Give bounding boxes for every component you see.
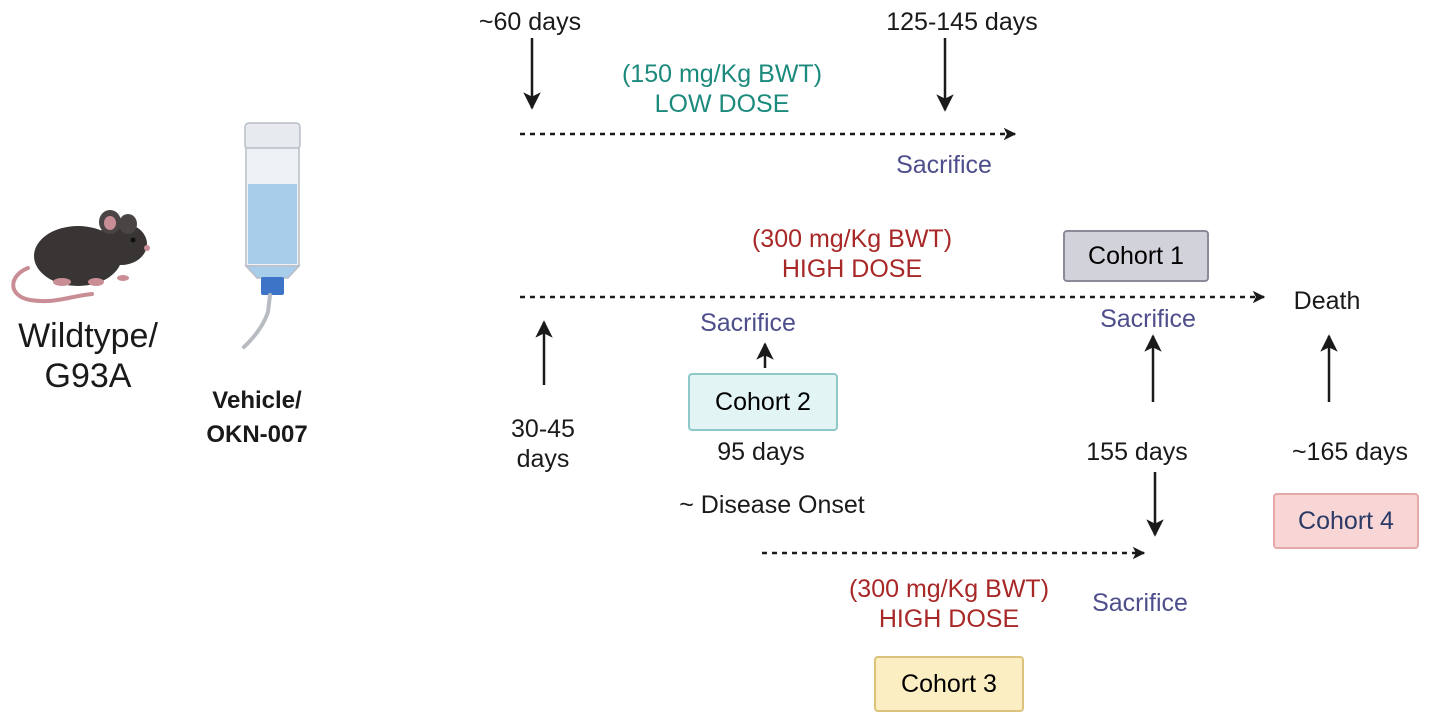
- cohort1-days-label: 155 days: [1086, 438, 1188, 466]
- high-start-line2: days: [516, 445, 570, 473]
- bottle-label: Vehicle/ OKN-007: [206, 384, 307, 451]
- low-sacrifice-label: Sacrifice: [896, 151, 992, 179]
- mouse-label: Wildtype/ G93A: [18, 316, 158, 396]
- bottle-label-line1: Vehicle/: [212, 387, 302, 414]
- high-start-line1: 30-45: [511, 415, 575, 443]
- water-bottle-icon: [242, 122, 301, 349]
- cohort3-dose-line1: (300 mg/Kg BWT): [848, 575, 1050, 603]
- cohort1-sacrifice-label: Sacrifice: [1100, 305, 1196, 333]
- bottle-label-line2: OKN-007: [206, 420, 308, 448]
- high-dose-line1: (300 mg/Kg BWT): [751, 225, 953, 253]
- mouse-icon: [11, 210, 150, 304]
- cohort3-dose-label: (300 mg/Kg BWT) HIGH DOSE: [849, 575, 1049, 634]
- cohort3-sacrifice-label: Sacrifice: [1092, 589, 1188, 617]
- cohort2-box: Cohort 2: [688, 373, 838, 431]
- death-label: Death: [1293, 287, 1361, 315]
- cohort4-box: Cohort 4: [1273, 493, 1419, 549]
- cohort1-box: Cohort 1: [1063, 230, 1209, 282]
- cohort4-days-label: ~165 days: [1291, 438, 1409, 466]
- disease-onset-label: ~ Disease Onset: [679, 491, 865, 519]
- high-start-label: 30-45 days: [511, 414, 575, 474]
- cohort3-box: Cohort 3: [874, 656, 1024, 712]
- mouse-label-line1: Wildtype/: [18, 317, 158, 355]
- mouse-label-line2: G93A: [44, 357, 132, 396]
- low-end-label: 125-145 days: [886, 8, 1038, 36]
- low-start-label: ~60 days: [478, 8, 582, 36]
- high-dose-line2: HIGH DOSE: [781, 254, 923, 283]
- cohort2-sacrifice-label: Sacrifice: [700, 309, 796, 337]
- high-dose-label: (300 mg/Kg BWT) HIGH DOSE: [752, 225, 952, 284]
- low-dose-label: (150 mg/Kg BWT) LOW DOSE: [622, 60, 822, 119]
- cohort3-dose-line2: HIGH DOSE: [878, 604, 1020, 633]
- cohort2-days-label: 95 days: [717, 438, 805, 466]
- low-dose-line2: LOW DOSE: [654, 89, 790, 118]
- low-dose-line1: (150 mg/Kg BWT): [621, 60, 823, 88]
